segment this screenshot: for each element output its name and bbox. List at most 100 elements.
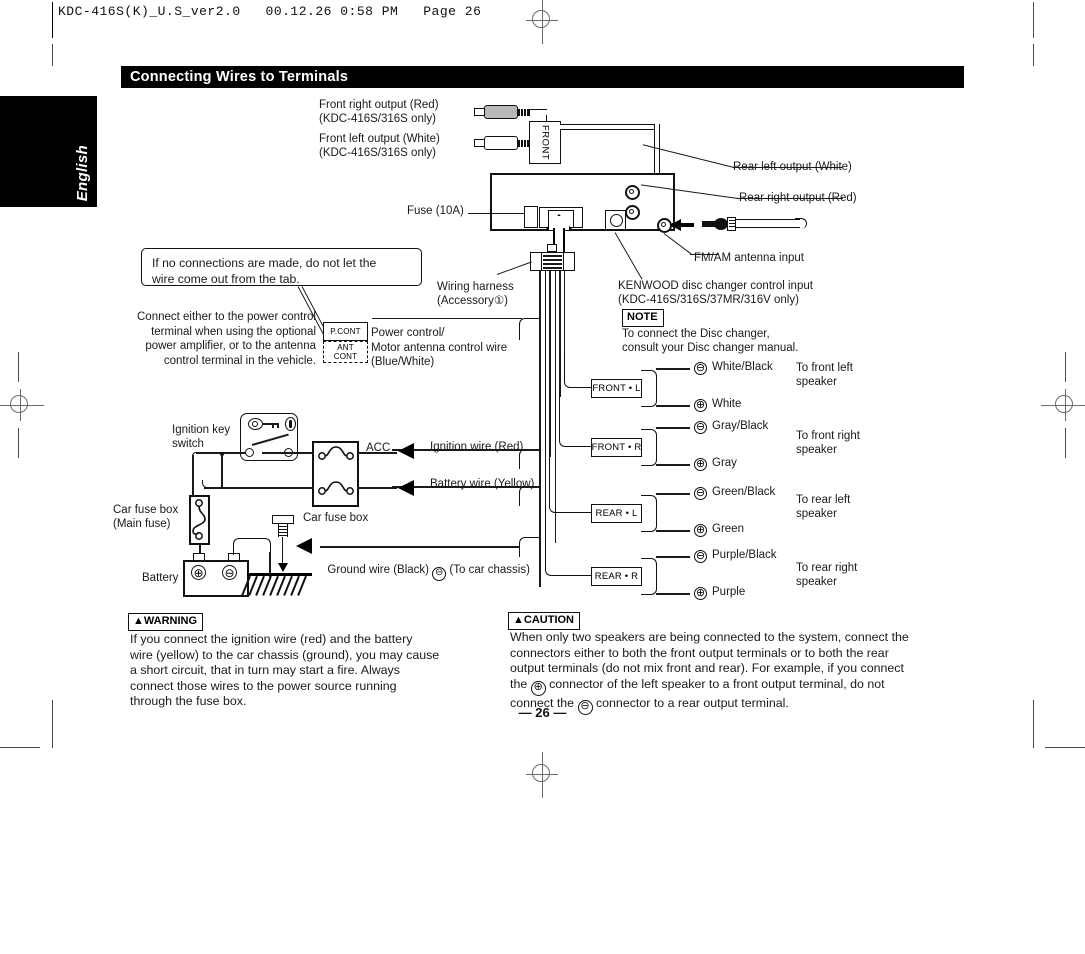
ant-cont-label: ANT CONT bbox=[333, 343, 358, 361]
acc-label: ACC bbox=[366, 442, 391, 454]
trim-mark bbox=[1065, 428, 1066, 458]
minus-symbol-front-r: ⊖ bbox=[694, 421, 707, 434]
ground-wire-label-pre: Ground wire (Black) bbox=[327, 563, 433, 576]
registration-mark-left bbox=[0, 389, 44, 421]
note-text: To connect the Disc changer, consult you… bbox=[622, 328, 799, 354]
caution-tag: ▲CAUTION bbox=[508, 612, 580, 630]
antenna-plug-collar bbox=[727, 217, 736, 231]
fuse-holder bbox=[524, 206, 538, 228]
rear-left-output-jack bbox=[625, 185, 640, 200]
minus-symbol-ground: ⊖ bbox=[432, 566, 447, 581]
harness-branch-rear-l bbox=[549, 450, 592, 513]
warning-tag: ▲WARNING bbox=[128, 613, 204, 631]
antenna-cable bbox=[735, 219, 800, 228]
rca-cable-upper bbox=[529, 109, 547, 115]
wire-label-front-l-plus: White bbox=[712, 398, 742, 410]
language-tab-label: English bbox=[74, 144, 91, 201]
front-right-output-label: Front right output (Red) (KDC-416S/316S … bbox=[319, 99, 439, 125]
caution-text: When only two speakers are being connect… bbox=[510, 630, 980, 715]
fuse-symbol-battery bbox=[318, 479, 354, 497]
caution-text-part1: When only two speakers are being connect… bbox=[510, 630, 909, 691]
connector-label-front-r: FRONT • R bbox=[591, 442, 642, 453]
p-cont-terminal bbox=[323, 322, 368, 341]
fuse-symbol-main bbox=[191, 498, 208, 542]
plus-symbol-front-l: ⊕ bbox=[694, 399, 707, 412]
ground-wire-label-wrap: Ground wire (Black) ⊖ (To car chassis) bbox=[321, 550, 530, 581]
minus-symbol-rear-r: ⊖ bbox=[694, 550, 707, 563]
trim-mark bbox=[1033, 44, 1034, 66]
destination-rear-r: To rear right speaker bbox=[796, 562, 858, 588]
front-connector-box bbox=[529, 121, 561, 164]
harness-branch-front-r bbox=[559, 390, 592, 447]
destination-front-l: To front left speaker bbox=[796, 362, 853, 388]
harness-branch-rear-r bbox=[545, 494, 592, 576]
caution-text-part2: connector of the left speaker to a front… bbox=[510, 676, 885, 710]
header-rule bbox=[52, 2, 53, 38]
fuse-symbol-acc bbox=[318, 444, 354, 462]
ant-cont-terminal bbox=[323, 341, 368, 363]
page-number: — 26 — bbox=[518, 705, 567, 720]
branch-rear-r-minus bbox=[641, 558, 657, 577]
plus-symbol-front-r: ⊕ bbox=[694, 458, 707, 471]
power-control-note: Connect either to the power control term… bbox=[137, 311, 316, 367]
wire-label-front-r-minus: Gray/Black bbox=[712, 420, 769, 432]
battery-terminal-positive bbox=[193, 553, 205, 561]
plus-symbol-rear-r: ⊕ bbox=[694, 587, 707, 600]
key-icon-barrel bbox=[285, 417, 296, 431]
trim-mark bbox=[18, 352, 19, 382]
chassis-ground-symbol bbox=[241, 573, 312, 596]
wire-label-rear-l-plus: Green bbox=[712, 523, 744, 535]
trim-mark bbox=[18, 428, 19, 458]
plus-symbol-rear-l: ⊕ bbox=[694, 524, 707, 537]
trim-mark bbox=[1065, 352, 1066, 382]
destination-rear-l: To rear left speaker bbox=[796, 494, 851, 520]
ground-wire-label-post: (To car chassis) bbox=[446, 563, 530, 576]
battery-plus-symbol: ⊕ bbox=[191, 565, 206, 580]
battery-minus-symbol: ⊖ bbox=[222, 565, 237, 580]
harness-branch-front-l bbox=[564, 349, 592, 388]
branch-rear-l-minus bbox=[641, 495, 657, 514]
antenna-plug-pin bbox=[672, 223, 694, 227]
connector-label-rear-r: REAR • R bbox=[594, 571, 639, 582]
rear-right-output-label: Rear right output (Red) bbox=[739, 192, 857, 204]
branch-front-l-minus bbox=[641, 370, 657, 389]
trim-mark bbox=[1033, 2, 1034, 38]
antenna-plug-body bbox=[714, 218, 728, 230]
fm-am-antenna-label: FM/AM antenna input bbox=[694, 252, 804, 264]
tab-callout-box: If no connections are made, do not let t… bbox=[141, 248, 422, 286]
minus-symbol-caution: ⊖ bbox=[577, 699, 593, 715]
branch-front-r-minus bbox=[641, 429, 657, 448]
caution-text-part3: connector to a rear output terminal. bbox=[592, 695, 789, 710]
minus-symbol-rear-l: ⊖ bbox=[694, 487, 707, 500]
trim-mark bbox=[52, 700, 53, 748]
key-icon-slot bbox=[289, 420, 292, 428]
key-icon-hole bbox=[252, 421, 258, 427]
main-fuse-box-label: Car fuse box (Main fuse) bbox=[113, 504, 179, 530]
destination-front-r: To front right speaker bbox=[796, 430, 860, 456]
registration-mark-right bbox=[1041, 389, 1085, 421]
car-fuse-box bbox=[312, 441, 359, 507]
minus-symbol-front-l: ⊖ bbox=[694, 362, 707, 375]
tab-callout-text: If no connections are made, do not let t… bbox=[152, 256, 377, 286]
fuse-label: Fuse (10A) bbox=[407, 205, 464, 217]
branch-rear-r-plus bbox=[641, 576, 657, 595]
trim-mark bbox=[0, 747, 40, 748]
car-fuse-box-label: Car fuse box bbox=[303, 512, 369, 524]
wire-label-rear-r-minus: Purple/Black bbox=[712, 549, 777, 561]
registration-mark-bottom bbox=[526, 752, 558, 798]
wire-label-front-l-minus: White/Black bbox=[712, 361, 773, 373]
branch-front-r-plus bbox=[641, 447, 657, 466]
connector-label-front-l: FRONT • L bbox=[592, 383, 641, 394]
battery-ground-lead bbox=[233, 538, 271, 555]
front-connector-label: FRONT bbox=[539, 124, 551, 161]
note-tag: NOTE bbox=[622, 309, 664, 327]
ignition-key-switch-label: Ignition key switch bbox=[172, 424, 231, 450]
wire-label-rear-l-minus: Green/Black bbox=[712, 486, 776, 498]
harness-tab bbox=[547, 244, 557, 252]
branch-rear-l-plus bbox=[641, 513, 657, 532]
trim-mark bbox=[52, 44, 53, 66]
section-title-label: Connecting Wires to Terminals bbox=[130, 69, 349, 85]
harness-plug-right bbox=[563, 252, 575, 271]
ignition-wire-label: Ignition wire (Red) bbox=[430, 441, 524, 453]
p-cont-label: P.CONT bbox=[330, 327, 361, 336]
